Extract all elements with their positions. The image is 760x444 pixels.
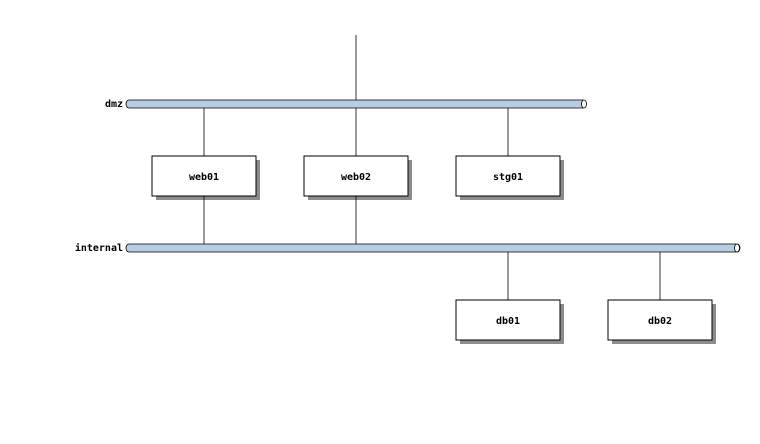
node-box-db01[interactable] bbox=[455, 299, 561, 341]
node-box-web02[interactable] bbox=[303, 155, 409, 197]
node-db02[interactable]: db02 bbox=[607, 299, 716, 344]
network-dmz[interactable]: dmz bbox=[105, 99, 587, 110]
node-web02[interactable]: web02 bbox=[303, 155, 412, 200]
node-label-db01: db01 bbox=[496, 316, 520, 327]
node-label-web01: web01 bbox=[189, 172, 219, 183]
node-box-db02[interactable] bbox=[607, 299, 713, 341]
network-label-internal: internal bbox=[75, 242, 123, 254]
network-bar-dmz[interactable] bbox=[125, 99, 587, 109]
network-label-dmz: dmz bbox=[105, 99, 123, 110]
network-bar-internal[interactable] bbox=[125, 243, 741, 253]
node-label-stg01: stg01 bbox=[493, 172, 523, 183]
node-label-db02: db02 bbox=[648, 316, 672, 327]
node-web01[interactable]: web01 bbox=[151, 155, 260, 200]
node-db01[interactable]: db01 bbox=[455, 299, 564, 344]
node-box-web01[interactable] bbox=[151, 155, 257, 197]
network-bar-dmz-end bbox=[581, 99, 587, 109]
node-label-web02: web02 bbox=[341, 172, 371, 183]
network-bar-internal-end bbox=[734, 243, 740, 253]
node-box-stg01[interactable] bbox=[455, 155, 561, 197]
network-internal[interactable]: internal bbox=[75, 242, 741, 254]
node-stg01[interactable]: stg01 bbox=[455, 155, 564, 200]
